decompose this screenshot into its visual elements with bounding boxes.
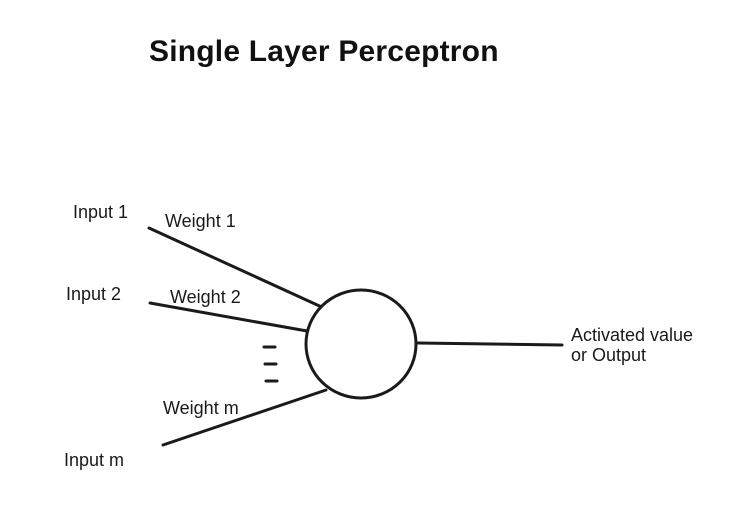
diagram-title: Single Layer Perceptron (149, 35, 499, 68)
input-m-label: Input m (64, 450, 125, 470)
neuron-node (304, 288, 418, 400)
input-1-connection (147, 226, 328, 311)
output-label: Activated value or Output (571, 325, 693, 365)
input-2-label: Input 2 (66, 284, 122, 304)
input-m-connection (161, 388, 328, 447)
output-connection (416, 341, 564, 347)
output-label-line-2: or Output (571, 345, 647, 365)
weight-m-label: Weight m (163, 398, 239, 418)
output-label-line-1: Activated value (571, 325, 694, 345)
weight-2-label: Weight 2 (170, 287, 241, 307)
input-2-connection (148, 301, 309, 333)
weight-1-label: Weight 1 (165, 211, 236, 231)
input-1-label: Input 1 (73, 202, 129, 222)
